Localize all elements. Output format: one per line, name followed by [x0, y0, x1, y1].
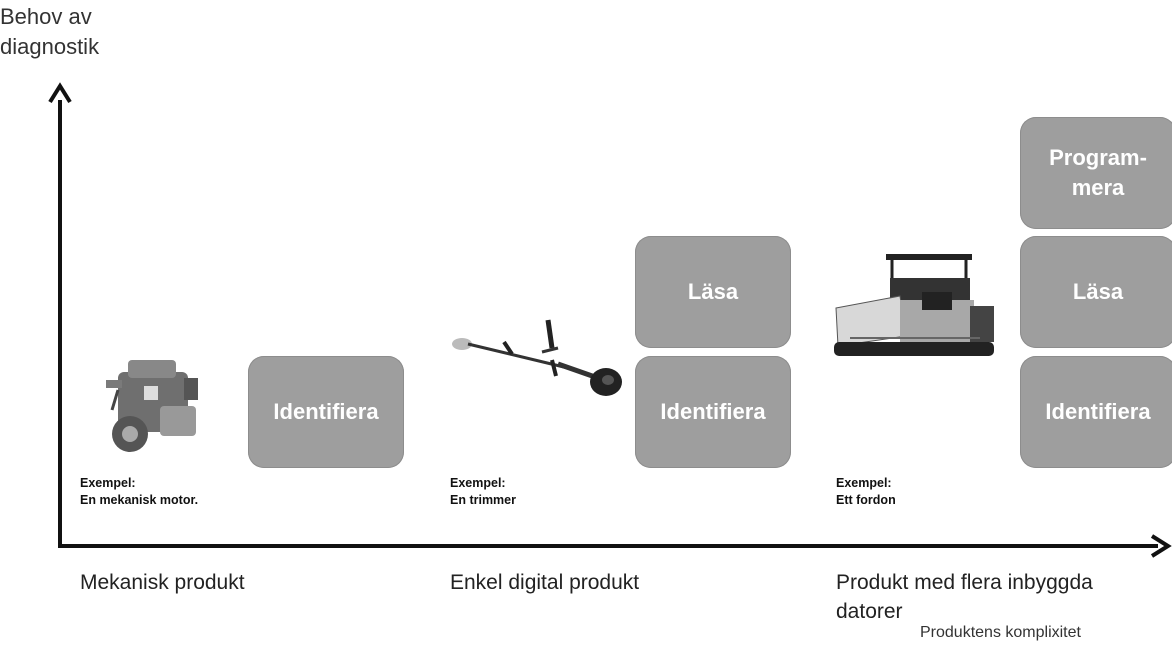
category-label-digital: Enkel digital produkt	[450, 571, 640, 594]
example-mechanical: Exempel: En mekanisk motor.	[80, 475, 198, 509]
category-label-multi-computer: Produkt med flera inbyggda datorer	[836, 571, 1093, 623]
identify-box-1: Identifiera	[248, 356, 404, 468]
example-heading: Exempel:	[450, 476, 506, 490]
category-label-mechanical: Mekanisk produkt	[80, 571, 245, 594]
y-axis-title: Behov av diagnostik	[0, 4, 100, 59]
y-axis	[48, 82, 72, 548]
program-box-3: Program- mera	[1020, 117, 1172, 229]
paver-vehicle-illustration	[834, 254, 994, 356]
example-text: En mekanisk motor.	[80, 493, 199, 507]
x-axis	[58, 534, 1172, 558]
identify-box-2: Identifiera	[635, 356, 791, 468]
read-box-2: Läsa	[635, 236, 791, 348]
trimmer-illustration	[452, 319, 622, 396]
identify-box-3: Identifiera	[1020, 356, 1172, 468]
example-text: Ett fordon	[836, 493, 896, 507]
engine-illustration	[106, 360, 198, 452]
x-axis-title: Produktens komplixitet	[920, 624, 1081, 641]
example-heading: Exempel:	[836, 476, 892, 490]
example-heading: Exempel:	[80, 476, 136, 490]
example-vehicle: Exempel: Ett fordon	[836, 475, 896, 509]
read-box-3: Läsa	[1020, 236, 1172, 348]
example-text: En trimmer	[450, 493, 516, 507]
example-trimmer: Exempel: En trimmer	[450, 475, 516, 509]
